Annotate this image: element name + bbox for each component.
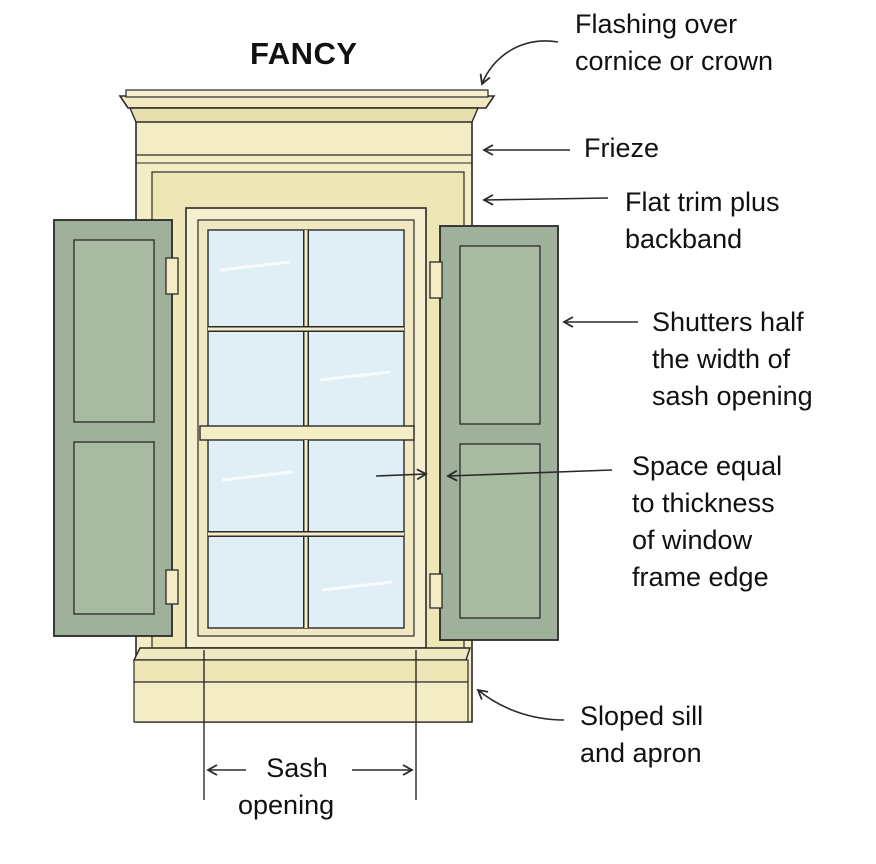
window-frame [185, 207, 427, 649]
label-line: Sloped sill [580, 701, 704, 731]
label-flashing: Flashing over cornice or crown [575, 6, 773, 80]
label-line: opening [238, 790, 335, 820]
left-shutter [53, 219, 179, 637]
label-frieze: Frieze [584, 130, 659, 167]
label-line: and apron [580, 738, 702, 768]
label-line: sash opening [652, 381, 813, 411]
right-shutter [429, 225, 559, 641]
space-arrow-right [446, 469, 613, 482]
space-arrow-left [375, 468, 428, 481]
label-space: Space equal to thickness of window frame… [632, 448, 782, 596]
label-line: of window [632, 525, 753, 555]
label-line: Shutters half [652, 307, 804, 337]
sash-dimension [203, 650, 417, 800]
flat-trim-arrow [482, 194, 609, 206]
label-line: Flashing over [575, 9, 738, 39]
label-line: the width of [652, 344, 791, 374]
sill-apron [132, 647, 471, 723]
sill-arrow [476, 688, 565, 721]
label-line: Sash [266, 753, 328, 783]
label-line: Space equal [632, 451, 783, 481]
cornice-crown [118, 89, 496, 123]
label-line: Frieze [584, 133, 660, 163]
label-line: to thickness [632, 488, 775, 518]
label-shutters: Shutters half the width of sash opening [652, 304, 813, 415]
label-sill: Sloped sill and apron [580, 698, 703, 772]
flashing-arrow [479, 40, 559, 86]
label-line: frame edge [632, 562, 769, 592]
label-line: backband [625, 224, 743, 254]
label-flat-trim: Flat trim plus backband [625, 184, 780, 258]
diagram-title: FANCY [250, 36, 358, 71]
label-line: cornice or crown [575, 46, 774, 76]
label-sash-opening: Sash opening [238, 750, 334, 824]
label-line: Flat trim plus [625, 187, 780, 217]
callout-arrows [375, 40, 638, 721]
